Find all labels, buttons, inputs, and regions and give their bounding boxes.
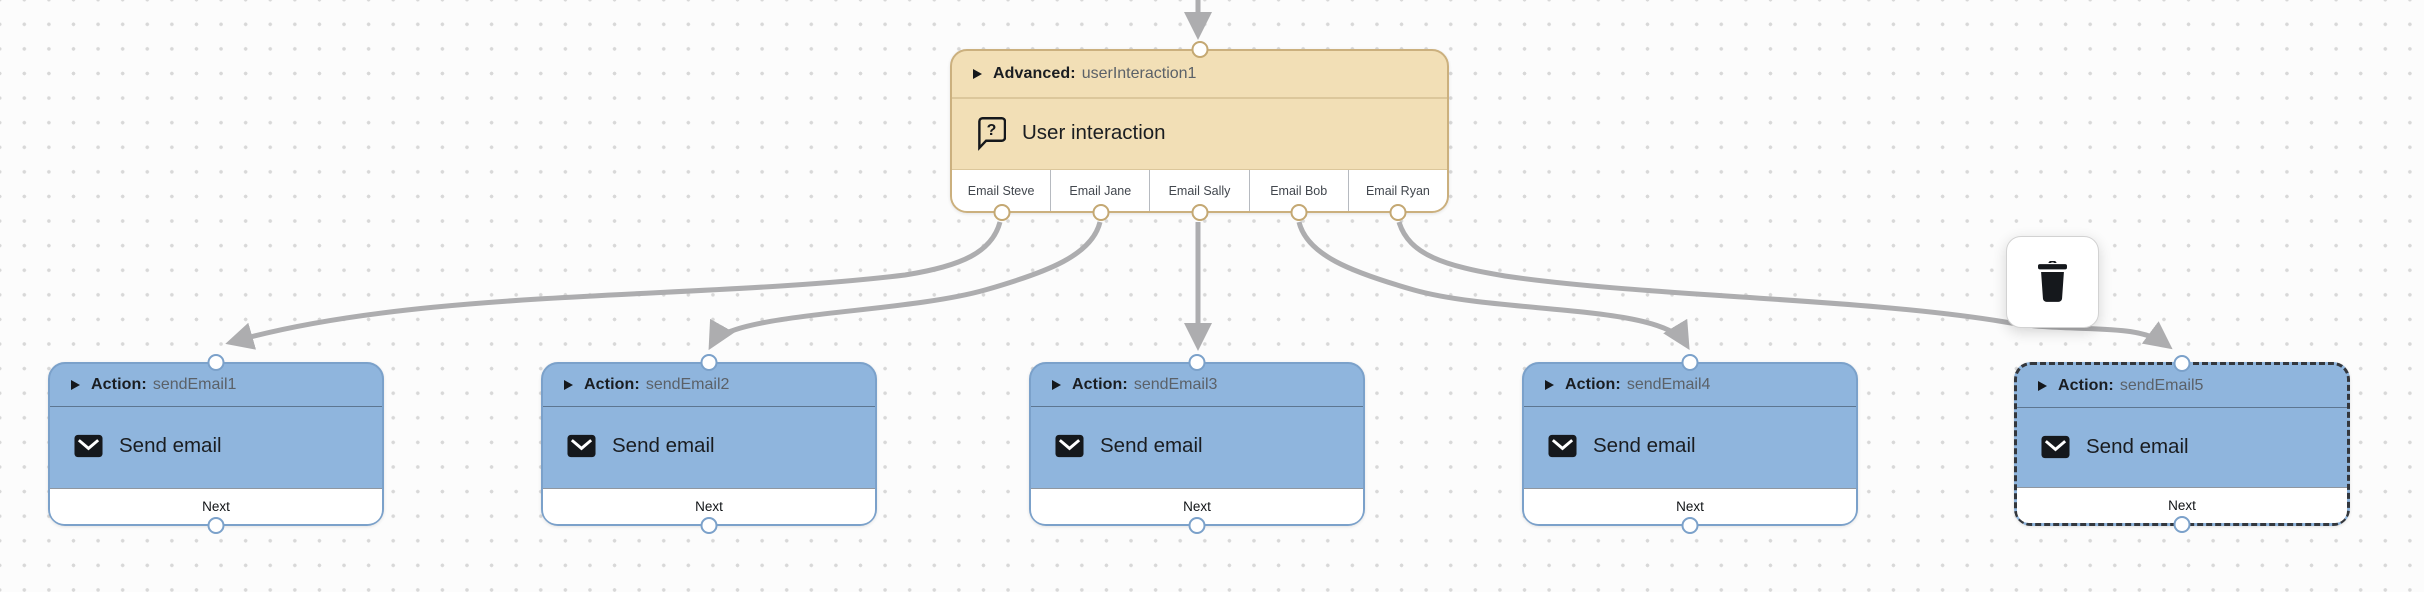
node-user-interaction[interactable]: Advanced: userInteraction1 ? User intera… bbox=[950, 41, 1449, 221]
expand-triangle-icon[interactable] bbox=[564, 380, 573, 390]
port-label-email-jane: Email Jane bbox=[1051, 170, 1151, 211]
port-label-email-sally: Email Sally bbox=[1150, 170, 1250, 211]
edge-email-steve bbox=[225, 221, 1003, 350]
input-port[interactable] bbox=[1191, 41, 1208, 58]
node-body: Send email bbox=[1031, 407, 1363, 485]
trash-icon bbox=[2034, 261, 2071, 303]
node-body: Send email bbox=[50, 407, 382, 485]
node-header[interactable]: Action: sendEmail2 bbox=[543, 364, 875, 407]
edge-email-ryan bbox=[1396, 221, 2173, 350]
delete-connector-button[interactable] bbox=[2006, 236, 2099, 328]
envelope-icon bbox=[1055, 434, 1084, 458]
node-type-label: Action: bbox=[2058, 377, 2114, 394]
node-title: Send email bbox=[2086, 435, 2189, 458]
port-label-email-bob: Email Bob bbox=[1250, 170, 1349, 211]
node-header[interactable]: Action: sendEmail3 bbox=[1031, 364, 1363, 407]
node-title: Send email bbox=[612, 434, 715, 457]
input-port[interactable] bbox=[2173, 355, 2191, 372]
output-port-email-jane[interactable] bbox=[1092, 204, 1109, 221]
next-output-port[interactable] bbox=[700, 517, 718, 534]
node-header[interactable]: Action: sendEmail1 bbox=[50, 364, 382, 407]
output-port-email-ryan[interactable] bbox=[1389, 204, 1406, 221]
node-title: Send email bbox=[119, 434, 222, 457]
output-port-email-sally[interactable] bbox=[1191, 204, 1208, 221]
node-header[interactable]: Action: sendEmail4 bbox=[1524, 364, 1856, 407]
expand-triangle-icon[interactable] bbox=[1052, 380, 1061, 390]
node-title: User interaction bbox=[1022, 121, 1166, 144]
next-output-port[interactable] bbox=[207, 517, 225, 534]
node-send-email-1[interactable]: Action: sendEmail1 Send email Next bbox=[48, 354, 384, 534]
envelope-icon bbox=[74, 434, 103, 458]
node-title: Send email bbox=[1100, 434, 1203, 457]
node-name: sendEmail5 bbox=[2119, 377, 2204, 394]
node-name: sendEmail2 bbox=[645, 376, 730, 393]
node-title: Send email bbox=[1593, 434, 1696, 457]
node-send-email-5[interactable]: Action: sendEmail5 Send email Next bbox=[2014, 355, 2350, 533]
envelope-icon bbox=[567, 434, 596, 458]
edge-email-jane bbox=[708, 221, 1103, 351]
expand-triangle-icon[interactable] bbox=[973, 69, 982, 79]
output-port-email-bob[interactable] bbox=[1290, 204, 1307, 221]
node-header[interactable]: Action: sendEmail5 bbox=[2017, 365, 2347, 408]
node-body: Send email bbox=[543, 407, 875, 485]
node-type-label: Action: bbox=[1565, 376, 1621, 393]
port-label-email-ryan: Email Ryan bbox=[1365, 183, 1430, 198]
next-output-port[interactable] bbox=[1681, 517, 1699, 534]
question-bubble-icon: ? bbox=[976, 116, 1006, 151]
edge-email-bob bbox=[1296, 221, 1690, 350]
node-type-label: Action: bbox=[91, 376, 147, 393]
port-label-email-steve: Email Steve bbox=[952, 170, 1052, 211]
node-header[interactable]: Advanced: userInteraction1 bbox=[952, 51, 1447, 99]
envelope-icon bbox=[2041, 435, 2070, 459]
node-send-email-2[interactable]: Action: sendEmail2 Send email Next bbox=[541, 354, 877, 534]
node-send-email-4[interactable]: Action: sendEmail4 Send email Next bbox=[1522, 354, 1858, 534]
node-name: userInteraction1 bbox=[1081, 65, 1197, 82]
next-output-port[interactable] bbox=[2173, 516, 2191, 533]
input-port[interactable] bbox=[1188, 354, 1206, 371]
node-body: Send email bbox=[1524, 407, 1856, 485]
node-type-label: Advanced: bbox=[993, 65, 1076, 82]
node-name: sendEmail3 bbox=[1133, 376, 1218, 393]
node-type-label: Action: bbox=[1072, 376, 1128, 393]
output-ports-row: Email Steve Email Jane Email Sally Email… bbox=[952, 169, 1447, 211]
input-port[interactable] bbox=[1681, 354, 1699, 371]
expand-triangle-icon[interactable] bbox=[71, 380, 80, 390]
node-type-label: Action: bbox=[584, 376, 640, 393]
expand-triangle-icon[interactable] bbox=[1545, 380, 1554, 390]
input-port[interactable] bbox=[207, 354, 225, 371]
node-body: ? User interaction bbox=[952, 99, 1447, 167]
next-output-port[interactable] bbox=[1188, 517, 1206, 534]
node-send-email-3[interactable]: Action: sendEmail3 Send email Next bbox=[1029, 354, 1365, 534]
node-name: sendEmail4 bbox=[1626, 376, 1711, 393]
input-port[interactable] bbox=[700, 354, 718, 371]
node-name: sendEmail1 bbox=[152, 376, 237, 393]
output-port-email-steve[interactable] bbox=[993, 204, 1010, 221]
svg-text:?: ? bbox=[987, 121, 997, 138]
expand-triangle-icon[interactable] bbox=[2038, 381, 2047, 391]
node-body: Send email bbox=[2017, 408, 2347, 486]
envelope-icon bbox=[1548, 434, 1577, 458]
